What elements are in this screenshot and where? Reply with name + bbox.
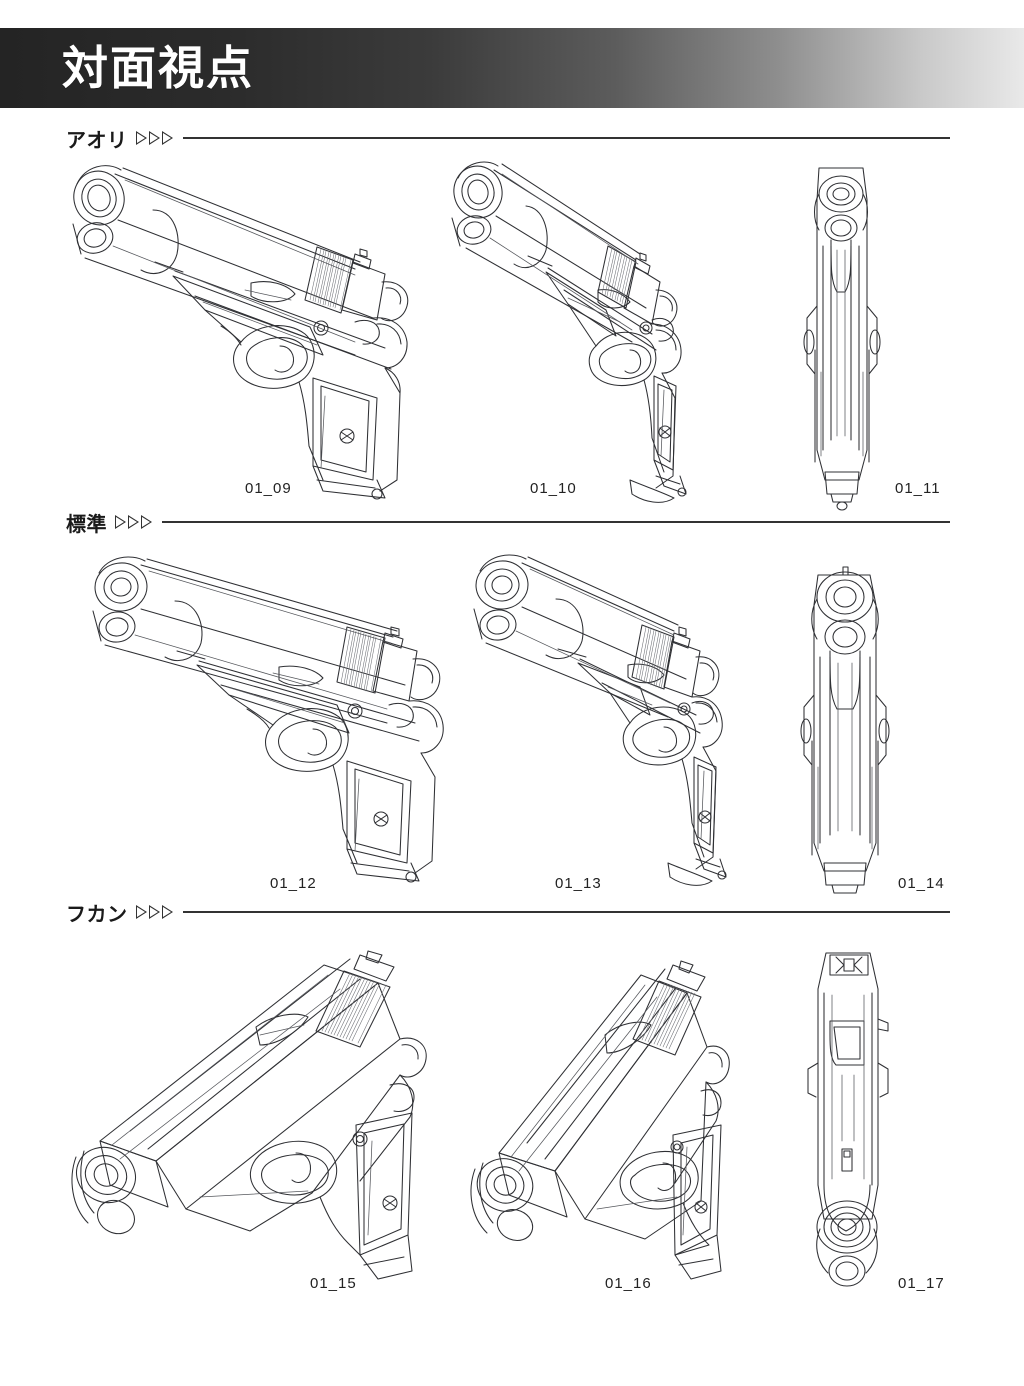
section-high-angle: フカン [0, 898, 1024, 926]
figure-01-17: 01_17 [790, 935, 944, 1292]
figure-01-09: 01_09 [55, 150, 425, 500]
triple-triangle-right-icon [115, 515, 152, 529]
section-low-angle: アオリ [0, 124, 1024, 152]
section-header: 標準 [0, 508, 1024, 536]
section-divider [182, 137, 950, 139]
figure-row-low-angle: 01_09 [0, 150, 1024, 511]
figure-01-11: 01_11 [785, 150, 940, 511]
section-label: フカン [66, 901, 128, 926]
page-title: 対面視点 [62, 41, 254, 95]
figure-caption: 01_15 [310, 1275, 357, 1292]
section-divider [162, 521, 950, 523]
figure-caption: 01_12 [270, 875, 317, 892]
section-header: フカン [0, 898, 1024, 926]
figure-01-12: 01_12 [75, 545, 455, 895]
figure-caption: 01_14 [898, 875, 945, 892]
figure-caption: 01_17 [898, 1275, 945, 1292]
figure-caption: 01_09 [245, 480, 292, 497]
figure-caption: 01_16 [605, 1275, 652, 1292]
page-header-banner: 対面視点 [0, 28, 1024, 108]
section-header: アオリ [0, 124, 1024, 152]
triple-triangle-right-icon [135, 131, 173, 145]
figure-01-13: 01_13 [460, 545, 730, 895]
figure-01-16: 01_16 [455, 935, 735, 1292]
figure-caption: 01_13 [555, 875, 602, 892]
section-standard: 標準 [0, 508, 1024, 536]
figure-row-high-angle: 01_15 [0, 935, 1024, 1295]
figure-01-10: 01_10 [440, 150, 700, 510]
section-divider [182, 911, 950, 913]
figure-caption: 01_10 [530, 480, 577, 497]
section-label: アオリ [66, 127, 128, 152]
figure-01-15: 01_15 [60, 935, 430, 1292]
figure-caption: 01_11 [895, 480, 941, 497]
triple-triangle-right-icon [135, 905, 173, 919]
figure-01-14: 01_14 [790, 545, 944, 895]
section-label: 標準 [66, 511, 107, 536]
figure-row-standard: 01_12 [0, 545, 1024, 900]
